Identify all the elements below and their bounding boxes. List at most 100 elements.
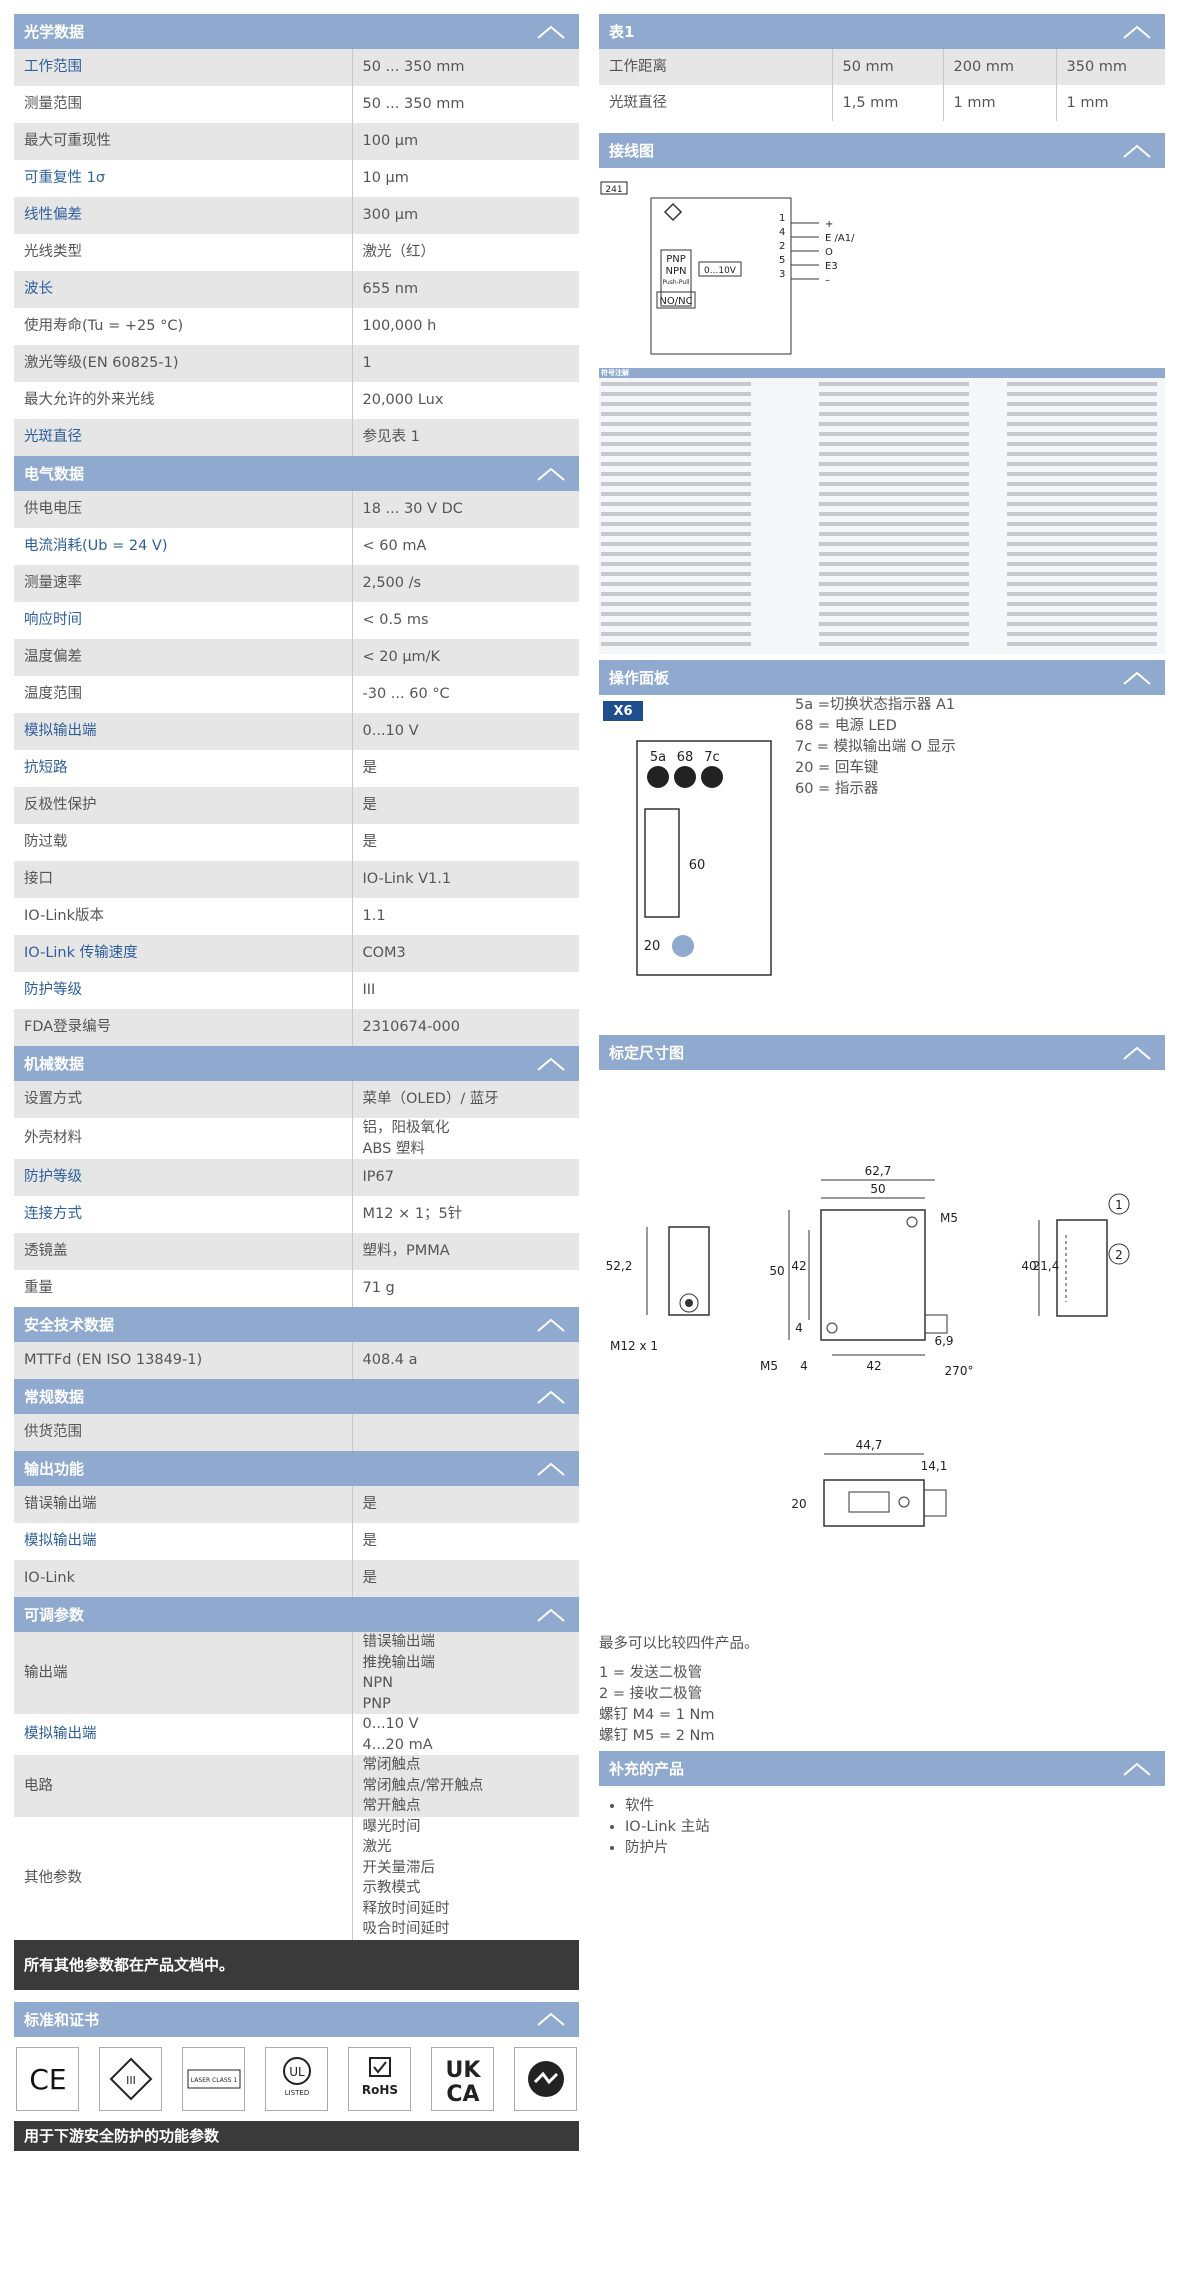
table-cell: 1,5 mm: [832, 85, 944, 121]
collapse-chevron-icon[interactable]: [533, 2008, 569, 2030]
optical-key[interactable]: 工作范围: [14, 49, 353, 86]
legend-line: [819, 492, 969, 496]
dimension-label: 4: [800, 1359, 808, 1373]
dimension-label: 21,4: [1033, 1259, 1060, 1273]
collapse-chevron-icon[interactable]: [533, 1458, 569, 1480]
mechanical-key[interactable]: 防护等级: [14, 1159, 353, 1196]
optical-value-line: 100 µm: [362, 133, 419, 150]
accessory-list: 软件IO-Link 主站防护片: [599, 1786, 1165, 1859]
electrical-value: < 0.5 ms: [352, 602, 579, 639]
collapse-chevron-icon[interactable]: [533, 1314, 569, 1336]
table-row: 温度偏差 < 20 µm/K: [14, 639, 579, 676]
optical-value: 100 µm: [352, 123, 579, 160]
table-row: 激光等级(EN 60825-1) 1: [14, 345, 579, 382]
electrical-table: 供电电压 18 ... 30 V DC 电流消耗(Ub = 24 V) < 60…: [14, 491, 579, 1046]
output-header[interactable]: 输出功能: [14, 1451, 579, 1486]
output-key: IO-Link: [14, 1560, 353, 1597]
optical-value: 激光（红）: [352, 234, 579, 271]
optical-value: 20,000 Lux: [352, 382, 579, 419]
dimension-label: 44,7: [856, 1438, 883, 1452]
panel-legend-item: 5a =切换状态指示器 A1: [795, 697, 956, 713]
optical-header[interactable]: 光学数据: [14, 14, 579, 49]
collapse-chevron-icon[interactable]: [533, 1604, 569, 1626]
enter-key-icon: [672, 935, 694, 957]
mechanical-value-line: 71 g: [362, 1280, 395, 1297]
optical-key[interactable]: 可重复性 1σ: [14, 160, 353, 197]
safety-header[interactable]: 安全技术数据: [14, 1307, 579, 1342]
collapse-chevron-icon[interactable]: [533, 1386, 569, 1408]
table-row: 抗短路 是: [14, 750, 579, 787]
panel-header[interactable]: 操作面板: [599, 660, 1165, 695]
collapse-chevron-icon[interactable]: [533, 1053, 569, 1075]
legend-line: [1007, 422, 1157, 426]
wiring-header[interactable]: 接线图: [599, 133, 1165, 168]
list-item[interactable]: 软件: [625, 1796, 1165, 1817]
list-item[interactable]: IO-Link 主站: [625, 1817, 1165, 1838]
table-row: 光斑直径 参见表 1: [14, 419, 579, 456]
collapse-chevron-icon[interactable]: [1119, 21, 1155, 43]
collapse-chevron-icon[interactable]: [1119, 1042, 1155, 1064]
collapse-chevron-icon[interactable]: [1119, 667, 1155, 689]
optical-key[interactable]: 光斑直径: [14, 419, 353, 456]
output-key[interactable]: 模拟输出端: [14, 1523, 353, 1560]
electrical-key[interactable]: 模拟输出端: [14, 713, 353, 750]
optical-value-line: 50 ... 350 mm: [362, 59, 465, 76]
adjustable-header[interactable]: 可调参数: [14, 1597, 579, 1632]
electrical-key: 接口: [14, 861, 353, 898]
pin-number: 1: [779, 213, 785, 224]
optical-key[interactable]: 波长: [14, 271, 353, 308]
electrical-key[interactable]: 响应时间: [14, 602, 353, 639]
electrical-value: 2310674-000: [352, 1009, 579, 1046]
mechanical-key: 重量: [14, 1270, 353, 1307]
optical-value-line: 300 µm: [362, 207, 419, 224]
dimension-label: 52,2: [606, 1259, 633, 1273]
mechanical-header[interactable]: 机械数据: [14, 1046, 579, 1081]
adjustable-key[interactable]: 模拟输出端: [14, 1714, 353, 1755]
table-row: 设置方式 菜单（OLED）/ 蓝牙: [14, 1081, 579, 1118]
legend-line: [601, 542, 751, 546]
legend-line: [601, 512, 751, 516]
adjustable-value-line: 示教模式: [362, 1880, 421, 1896]
general-header[interactable]: 常规数据: [14, 1379, 579, 1414]
electrical-key[interactable]: 抗短路: [14, 750, 353, 787]
table-row: 供电电压 18 ... 30 V DC: [14, 491, 579, 528]
laser-class-1-icon: LASER CLASS 1: [182, 2046, 245, 2111]
table1-header[interactable]: 表1: [599, 14, 1165, 49]
table-cell: 光斑直径: [599, 85, 833, 121]
mechanical-key: 透镜盖: [14, 1233, 353, 1270]
legend-line: [819, 462, 969, 466]
table-row: 防护等级 III: [14, 972, 579, 1009]
electrical-key[interactable]: 电流消耗(Ub = 24 V): [14, 528, 353, 565]
dimension-label: 6,9: [934, 1334, 953, 1348]
electrical-key[interactable]: 防护等级: [14, 972, 353, 1009]
mechanical-value: 塑料，PMMA: [352, 1233, 579, 1270]
electrical-header[interactable]: 电气数据: [14, 456, 579, 491]
standards-title: 标准和证书: [24, 2010, 100, 2029]
list-item[interactable]: 防护片: [625, 1838, 1165, 1859]
dimension-label: 20: [791, 1497, 806, 1511]
legend-line: [819, 572, 969, 576]
pin-number: 4: [779, 227, 785, 238]
io-link-icon: [514, 2046, 577, 2111]
table-row: MTTFd (EN ISO 13849-1) 408.4 a: [14, 1342, 579, 1379]
collapse-chevron-icon[interactable]: [533, 463, 569, 485]
optical-key[interactable]: 线性偏差: [14, 197, 353, 234]
mechanical-key[interactable]: 连接方式: [14, 1196, 353, 1233]
dimensions-header[interactable]: 标定尺寸图: [599, 1035, 1165, 1070]
table-cell: 350 mm: [1056, 49, 1165, 85]
electrical-key: 温度范围: [14, 676, 353, 713]
dimension-label: M5: [940, 1211, 958, 1225]
electrical-key: 防过载: [14, 824, 353, 861]
collapse-chevron-icon[interactable]: [1119, 1758, 1155, 1780]
table-row: 线性偏差 300 µm: [14, 197, 579, 234]
optical-value: 50 ... 350 mm: [352, 86, 579, 123]
electrical-value-line: -30 ... 60 °C: [362, 686, 450, 703]
legend-line: [1007, 622, 1157, 626]
electrical-key[interactable]: IO-Link 传输速度: [14, 935, 353, 972]
table-row: 工作距离 50 mm 200 mm 350 mm: [599, 49, 1165, 85]
electrical-value-line: 1.1: [362, 908, 386, 925]
collapse-chevron-icon[interactable]: [1119, 140, 1155, 162]
accessories-header[interactable]: 补充的产品: [599, 1751, 1165, 1786]
collapse-chevron-icon[interactable]: [533, 21, 569, 43]
standards-header[interactable]: 标准和证书: [14, 2001, 579, 2037]
